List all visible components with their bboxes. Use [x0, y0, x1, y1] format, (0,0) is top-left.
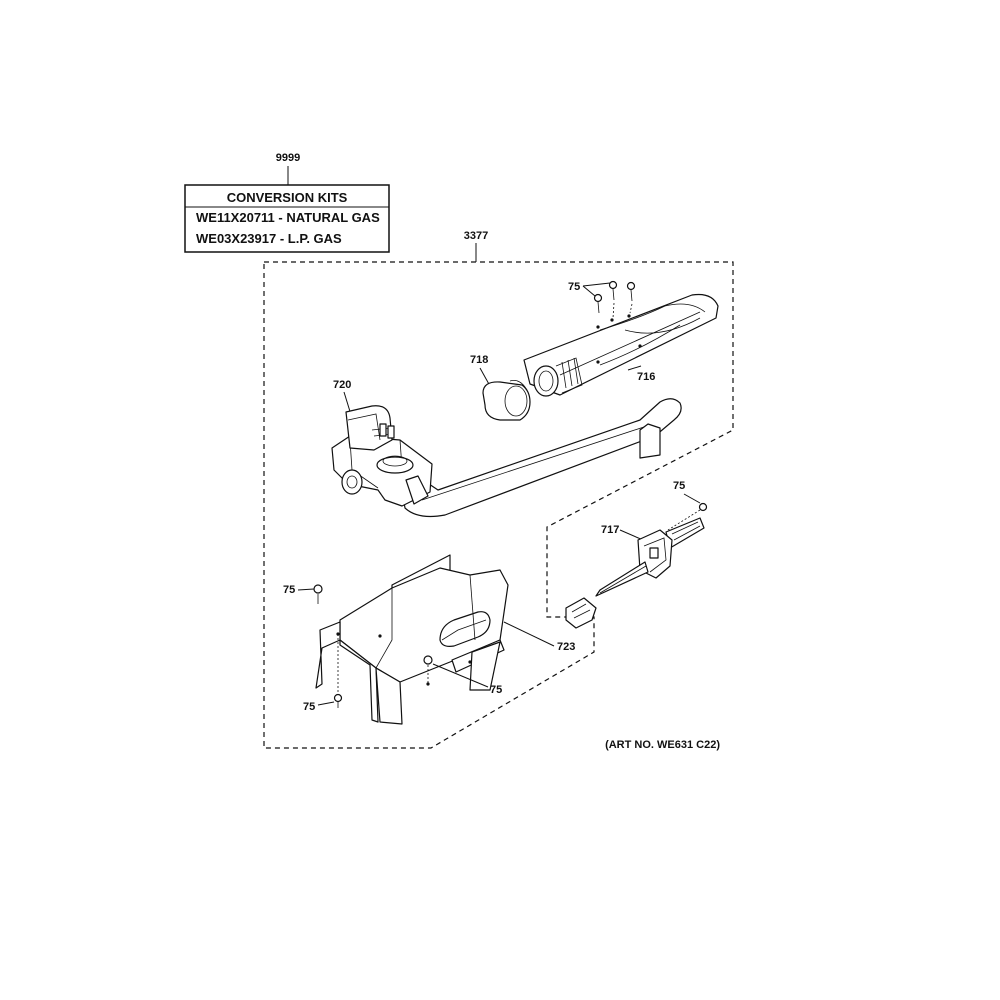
- label-75-right[interactable]: 75: [490, 684, 502, 696]
- burner-screws: 75: [568, 280, 636, 319]
- kit-lp-gas[interactable]: WE03X23917 - L.P. GAS: [196, 231, 342, 246]
- assembly-outline: 3377: [263, 230, 734, 749]
- art-number: (ART NO. WE631 C22): [605, 739, 720, 751]
- label-9999[interactable]: 9999: [276, 152, 300, 164]
- label-75-left-top[interactable]: 75: [283, 584, 295, 596]
- bracket-screws: 75 75 75: [283, 584, 502, 713]
- mounting-bracket: 723: [315, 554, 575, 725]
- label-3377[interactable]: 3377: [464, 230, 488, 242]
- air-shutter: 718: [470, 354, 531, 421]
- conversion-kit-box: 9999 CONVERSION KITS WE11X20711 - NATURA…: [184, 152, 390, 253]
- gas-valve: 720: [331, 379, 682, 518]
- label-717[interactable]: 717: [601, 524, 619, 536]
- label-75-top[interactable]: 75: [568, 281, 580, 293]
- label-718[interactable]: 718: [470, 354, 488, 366]
- label-723[interactable]: 723: [557, 641, 575, 653]
- kit-natural-gas[interactable]: WE11X20711 - NATURAL GAS: [196, 210, 380, 225]
- label-75-left-bottom[interactable]: 75: [303, 701, 315, 713]
- igniter: 75 717: [565, 480, 708, 629]
- label-75-igniter[interactable]: 75: [673, 480, 685, 492]
- kit-header: CONVERSION KITS: [227, 190, 348, 205]
- label-720[interactable]: 720: [333, 379, 351, 391]
- burner-tube: 716: [523, 293, 719, 397]
- label-716[interactable]: 716: [637, 371, 655, 383]
